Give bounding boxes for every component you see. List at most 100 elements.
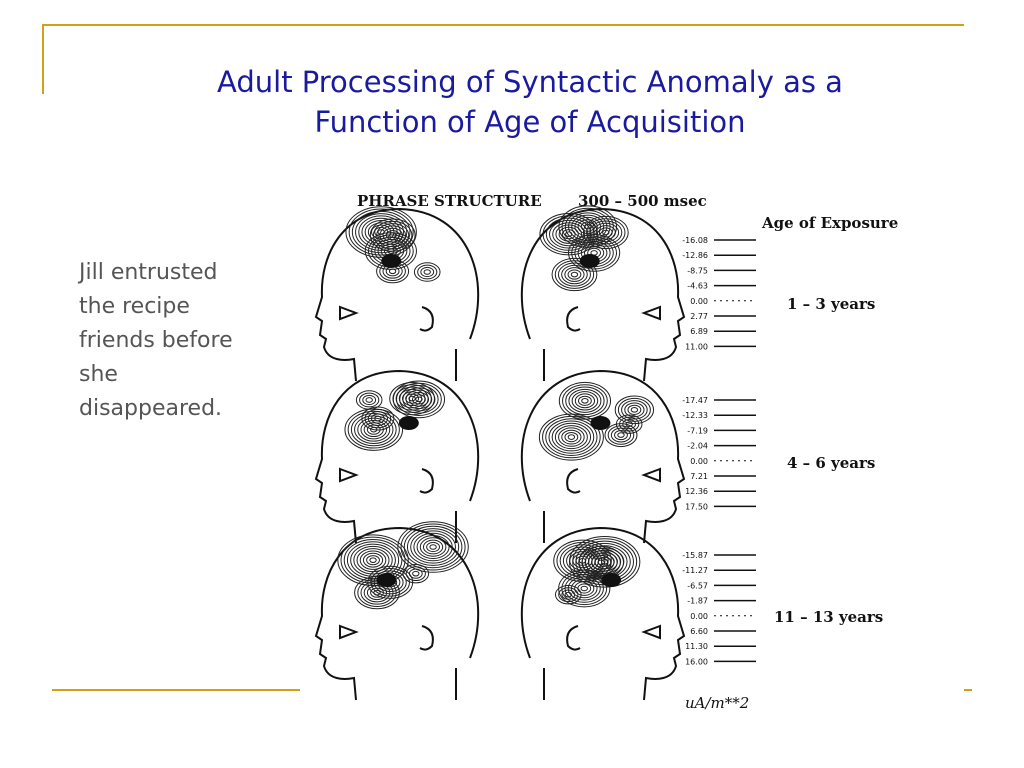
- head-left-group-2-contour: [347, 410, 400, 449]
- head-left-group-2-ear: [419, 468, 434, 494]
- head-right-group-2-contour: [614, 429, 628, 441]
- head-right-group-1-contour: [549, 219, 589, 249]
- head-left-group-1-contour: [388, 232, 397, 238]
- head-left-group-1-outline: [314, 207, 480, 382]
- head-left-group-3-nose-marker: [339, 624, 359, 640]
- head-left-group-2-contour: [398, 388, 426, 409]
- scale-tick-group-1: -8.75: [687, 266, 708, 275]
- head-right-group-3-contour: [559, 544, 606, 578]
- unit-label: uA/m**2: [685, 694, 749, 712]
- head-left-group-3-ear: [419, 625, 434, 651]
- scale-tick-group-2: -7.19: [687, 426, 708, 435]
- head-left-group-2-outline: [314, 369, 480, 544]
- head-right-group-2-outline: [520, 369, 686, 544]
- scale-tick-group-1: -12.86: [682, 251, 708, 260]
- example-sentence-line-2: the recipe: [79, 294, 190, 319]
- head-right-group-2-contour: [627, 404, 642, 415]
- head-right-group-1-contour: [564, 267, 585, 282]
- head-left-group-2-contour: [370, 413, 385, 424]
- head-right-group-2-contour: [568, 388, 602, 413]
- head-right-group-2-activity-peak: [590, 416, 611, 430]
- head-left-group-3-contour: [373, 589, 381, 596]
- scale-tick-group-2: 7.21: [690, 472, 708, 481]
- head-left-group-3-contour: [359, 550, 387, 570]
- age-label-group-1: 1 – 3 years: [787, 295, 875, 313]
- head-left-group-1-contour: [355, 213, 408, 251]
- head-right-group-1-contour: [539, 213, 599, 256]
- head-left-group-3-contour: [370, 587, 384, 598]
- head-right-group-3-contour: [558, 587, 579, 603]
- head-right-group-2-contour: [615, 414, 643, 434]
- head-left-group-1-contour: [348, 208, 414, 256]
- head-right-group-2-contour: [625, 421, 633, 427]
- head-right-group-1-contour: [542, 215, 595, 254]
- head-right-group-1-nose-marker: [641, 305, 661, 321]
- head-left-group-1-contour: [385, 266, 400, 277]
- slide-frame-top-rule: [42, 24, 964, 26]
- head-right-group-1-contour: [586, 218, 626, 247]
- slide-title-line-1: Adult Processing of Syntactic Anomaly as…: [217, 65, 843, 99]
- head-left-group-3: [314, 521, 480, 701]
- head-right-group-1-contour: [567, 269, 582, 280]
- head-right-group-1-contour: [602, 229, 610, 236]
- scale-tick-group-1: -16.08: [682, 236, 708, 245]
- head-right-group-3-contour: [584, 550, 618, 575]
- head-left-group-2: [314, 369, 480, 544]
- head-right-group-1-contour: [558, 226, 579, 242]
- head-right-group-3-contour: [564, 591, 572, 598]
- head-right-group-2-contour: [581, 398, 589, 404]
- figure-canvas: -16.08-12.86-8.75-4.630.002.776.8911.00-…: [314, 192, 898, 712]
- head-right-group-3-contour: [591, 555, 612, 570]
- head-right-group-3-contour: [561, 589, 576, 600]
- head-right-group-2-contour: [617, 432, 625, 438]
- head-left-group-3-contour: [419, 537, 447, 557]
- head-left-group-1-contour: [358, 215, 405, 249]
- head-left-group-1-contour: [423, 269, 431, 275]
- head-right-group-2-contour: [630, 407, 639, 413]
- head-left-group-2-contour: [392, 384, 432, 413]
- example-sentence: Jill entrusted the recipe friends before…: [79, 256, 279, 426]
- head-left-group-1-contour: [413, 262, 441, 282]
- head-right-group-3-contour: [580, 585, 588, 592]
- scale-tick-group-1: -4.63: [687, 282, 708, 291]
- head-left-group-3-contour: [353, 545, 393, 575]
- scale-tick-group-3: -15.87: [682, 551, 708, 560]
- head-left-group-2-contour: [367, 411, 388, 426]
- head-left-group-2-contour: [389, 381, 435, 416]
- head-left-group-2-contour: [359, 392, 380, 408]
- scale-tick-group-3: -1.87: [687, 597, 708, 606]
- head-right-group-2-contour: [604, 423, 638, 448]
- head-right-group-1-contour: [555, 224, 583, 244]
- head-right-group-1-contour: [557, 262, 591, 287]
- head-right-group-3-activity-peak: [601, 573, 622, 587]
- scale-tick-group-3: 16.00: [685, 657, 708, 666]
- figure-condition-label: PHRASE STRUCTURE: [357, 192, 542, 210]
- head-left-group-2-nose-marker: [339, 467, 359, 483]
- scale-tick-group-1: 0.00: [690, 297, 708, 306]
- head-left-group-3-contour: [354, 576, 400, 610]
- head-left-group-3-contour: [350, 543, 396, 577]
- scale-bars-layer: -16.08-12.86-8.75-4.630.002.776.8911.00-…: [682, 236, 756, 666]
- head-left-group-2-activity-peak: [398, 416, 419, 430]
- head-right-group-1-contour: [589, 220, 623, 245]
- head-left-group-1-contour: [367, 222, 395, 242]
- head-left-group-3-contour: [356, 548, 390, 573]
- head-right-group-3-contour: [587, 552, 615, 573]
- head-right-group-3-contour: [594, 557, 609, 568]
- head-left-group-3-contour: [412, 570, 420, 577]
- head-left-group-3-contour: [369, 557, 377, 563]
- head-right-group-2-contour: [562, 384, 608, 418]
- head-right-group-2-ear: [566, 468, 581, 494]
- head-right-group-3-outline: [520, 526, 686, 701]
- head-left-group-1-contour: [351, 210, 411, 254]
- head-left-group-3-contour: [426, 541, 440, 553]
- head-right-group-2-contour: [548, 420, 595, 454]
- head-left-group-2-contour: [405, 393, 419, 404]
- head-right-group-1-contour: [598, 227, 613, 238]
- head-left-group-2-contour: [364, 408, 392, 429]
- head-right-group-2-contour: [554, 425, 588, 450]
- scale-tick-group-1: 2.77: [690, 312, 708, 321]
- head-right-group-1-contour: [551, 257, 598, 292]
- scale-tick-group-3: 11.30: [685, 642, 708, 651]
